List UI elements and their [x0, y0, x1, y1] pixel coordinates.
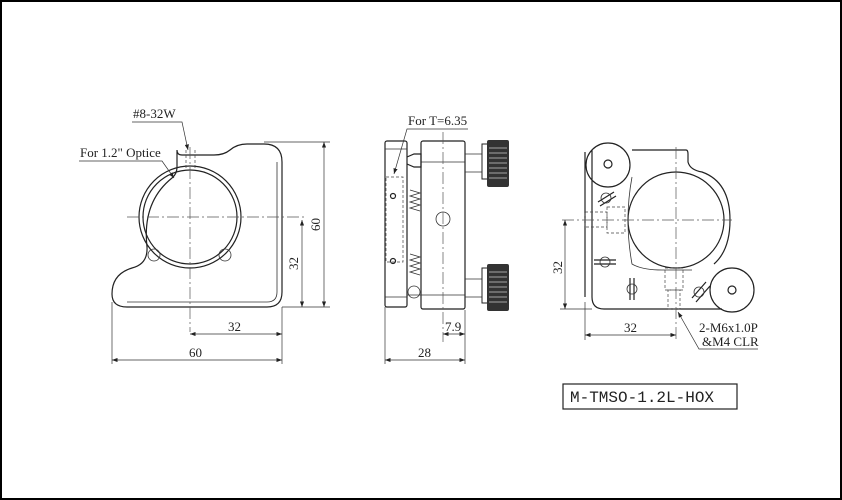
adjuster-knob	[481, 264, 509, 311]
thickness-label: For T=6.35	[408, 113, 467, 128]
part-number-box: M-TMSO-1.2L-HOX	[562, 383, 738, 410]
front-view: #8-32W For 1.2" Optice 60 32 32 60	[79, 106, 330, 364]
dim-width: 60	[189, 345, 202, 360]
adjuster-wheel	[585, 142, 631, 188]
spring	[408, 253, 422, 276]
locking-screw	[626, 278, 638, 300]
hole-label-line1: 2-M6x1.0P	[699, 320, 758, 335]
locking-screw	[594, 256, 616, 268]
locking-screw	[597, 191, 617, 207]
hole-label-line2: &M4 CLR	[702, 334, 759, 349]
spring	[408, 189, 422, 212]
dim-height: 60	[308, 218, 323, 231]
dim-center-width: 32	[228, 319, 241, 334]
adjuster-wheel	[709, 267, 755, 313]
adjuster-knob	[481, 140, 509, 187]
locking-screw	[691, 281, 711, 303]
mount-hole	[147, 248, 161, 262]
dim-offset: 7.9	[445, 319, 461, 334]
optic-plate	[384, 140, 408, 308]
dim-center-height: 32	[286, 257, 301, 270]
optic-label: For 1.2" Optice	[80, 145, 161, 160]
mount-hole	[218, 248, 232, 262]
dim-depth: 28	[418, 345, 431, 360]
side-view: For T=6.35 7.9 28	[384, 113, 509, 364]
dim-rear-center-width: 32	[624, 320, 637, 335]
dim-rear-center-height: 32	[550, 261, 565, 274]
part-number: M-TMSO-1.2L-HOX	[570, 389, 714, 407]
rear-view: 32 32 2-M6x1.0P &M4 CLR	[550, 142, 759, 350]
front-body-outline	[111, 143, 283, 308]
thread-label: #8-32W	[133, 106, 176, 121]
